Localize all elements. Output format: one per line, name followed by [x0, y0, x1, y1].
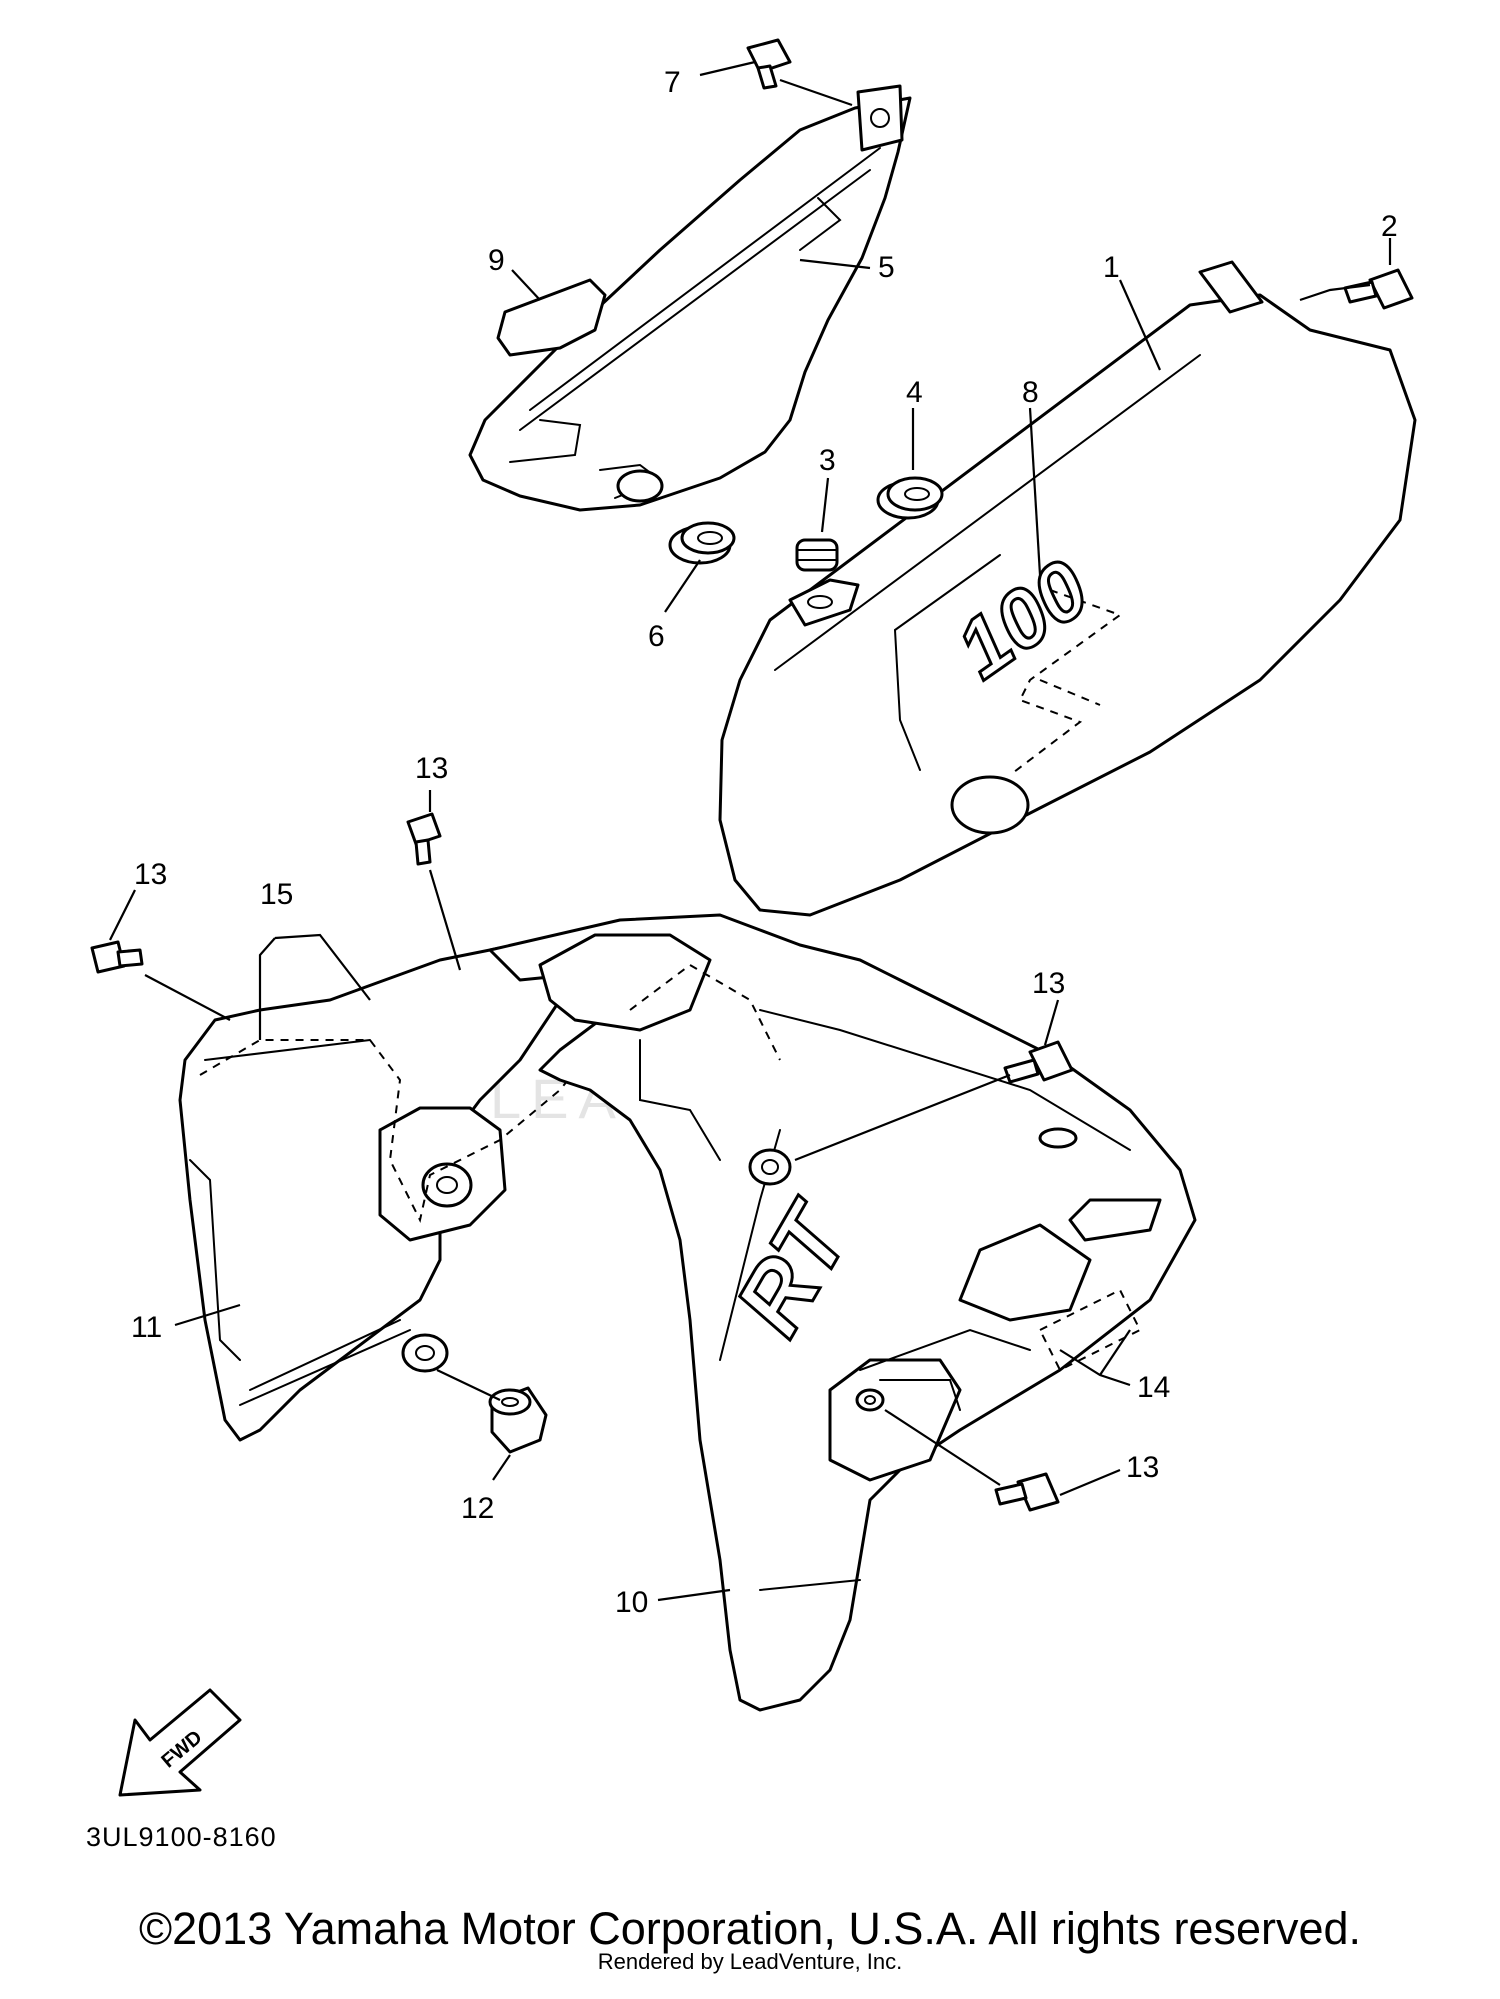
- part-4-grommet: [876, 476, 944, 520]
- callout-11: 11: [131, 1311, 162, 1344]
- part-11-left-cover: [178, 933, 602, 1442]
- part-13-screw-top: [406, 812, 442, 866]
- rendered-by-notice: Rendered by LeadVenture, Inc.: [597, 1949, 903, 1974]
- part-7-screw: [746, 38, 792, 90]
- part-10-main-cover: [488, 913, 1197, 1712]
- part-15-decal: [199, 959, 681, 1223]
- part-9-damper: [496, 278, 607, 357]
- part-13-screw-bottom: [994, 1472, 1060, 1512]
- callout-15: 15: [260, 878, 293, 911]
- callout-3: 3: [819, 444, 836, 477]
- part-12-grommet: [488, 1386, 548, 1454]
- leader-lines: [109, 60, 1392, 1602]
- callout-7: 7: [664, 66, 681, 99]
- part-6-grommet: [668, 521, 736, 565]
- part-5-side-cover-bracket: [468, 84, 912, 512]
- part-2-screw: [1343, 268, 1414, 310]
- callout-6: 6: [648, 620, 665, 653]
- part-13-screw-left: [90, 940, 144, 974]
- callout-14: 14: [1137, 1371, 1170, 1404]
- part-1-side-cover: [718, 260, 1417, 917]
- callout-13-bottom: 13: [1126, 1451, 1159, 1484]
- callout-13-left: 13: [134, 858, 167, 891]
- callout-4: 4: [906, 376, 923, 409]
- callout-1: 1: [1103, 251, 1120, 284]
- callout-13-top: 13: [415, 752, 448, 785]
- callout-9: 9: [488, 244, 505, 277]
- part-3-grommet: [788, 538, 860, 627]
- callout-13-right: 13: [1032, 967, 1065, 1000]
- copyright-notice: ©2013 Yamaha Motor Corporation, U.S.A. A…: [138, 1903, 1362, 1954]
- callout-12: 12: [461, 1492, 494, 1525]
- part-13-screw-right: [1003, 1040, 1074, 1084]
- callout-5: 5: [878, 251, 895, 284]
- diagram-code: 3UL9100-8160: [86, 1822, 277, 1852]
- callout-2: 2: [1381, 210, 1398, 243]
- fwd-arrow-icon: FWD: [118, 1688, 242, 1797]
- callout-8: 8: [1022, 376, 1039, 409]
- callout-10: 10: [615, 1586, 648, 1619]
